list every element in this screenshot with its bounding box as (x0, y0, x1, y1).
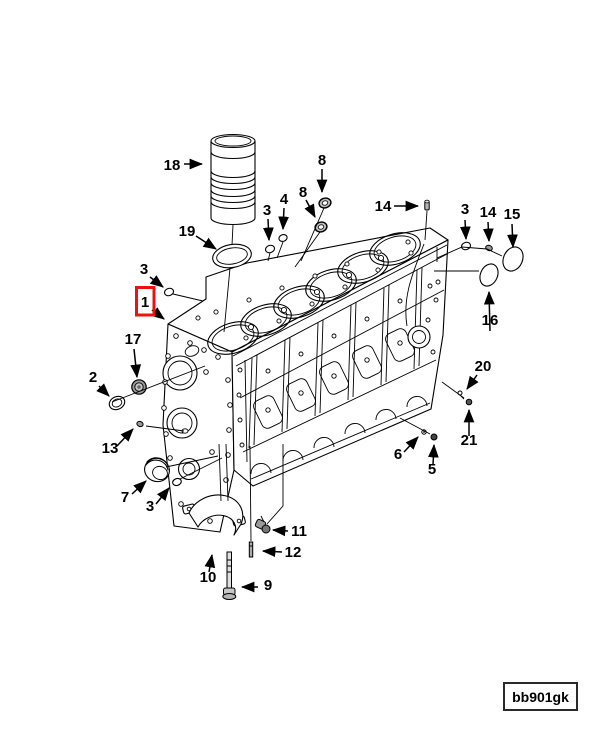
callout-label-6: 6 (394, 446, 402, 463)
callout-label-5: 5 (428, 461, 436, 478)
callout-label-14b: 14 (480, 204, 497, 221)
callout-label-18: 18 (164, 157, 181, 174)
callout-label-8a: 8 (318, 152, 326, 169)
leader-lines (111, 207, 503, 542)
callout-label-16: 16 (482, 312, 499, 329)
callout-label-20: 20 (475, 358, 492, 375)
callout-label-3c: 3 (140, 261, 148, 278)
callout-label-3d: 3 (146, 498, 154, 515)
side-face-details (232, 243, 448, 480)
part-16-plug (479, 263, 499, 287)
callout-label-14a: 14 (375, 198, 392, 215)
callout-label-21: 21 (461, 432, 478, 449)
figure-code: bb901gk (512, 688, 569, 705)
cylinder-bores (207, 232, 421, 355)
callout-label-8b: 8 (299, 184, 307, 201)
callout-label-3a: 3 (263, 202, 271, 219)
callout-labels: 18 19 8 8 4 3 14 3 14 15 16 3 1 17 2 13 … (89, 152, 521, 594)
part-2-oring (108, 395, 126, 411)
part-15-oring (502, 246, 524, 272)
part-4-oring (278, 234, 288, 242)
callout-label-17: 17 (125, 331, 142, 348)
part-14-dowel-pins (424, 199, 493, 252)
callout-label-4: 4 (280, 191, 289, 208)
part-13-pin (136, 420, 144, 428)
part-18-cylinder-liner (210, 133, 256, 226)
part-12-pin (248, 541, 254, 558)
callout-label-9: 9 (264, 577, 272, 594)
callout-label-10: 10 (200, 569, 217, 586)
part-5-dowel (430, 433, 438, 441)
highlight-box-part-1 (135, 286, 156, 317)
part-9-bolt (222, 551, 237, 600)
part-11-fitting (254, 515, 271, 534)
callout-label-11: 11 (291, 523, 307, 540)
part-21-dowel (465, 398, 473, 406)
callout-label-3b: 3 (461, 201, 469, 218)
part-17-plug (131, 379, 147, 395)
callout-label-12: 12 (285, 544, 302, 561)
deck-bolt-holes (195, 239, 414, 341)
part-19-liner-oring (212, 243, 252, 269)
figure-code-box: bb901gk (503, 682, 578, 711)
part-10-bearing-cap (182, 494, 246, 536)
part-8-grommets (314, 197, 332, 233)
callout-label-7: 7 (121, 489, 129, 506)
callout-label-19: 19 (179, 223, 196, 240)
callout-label-13: 13 (102, 440, 119, 457)
callout-label-15: 15 (504, 206, 521, 223)
part-7-cup-plug (144, 457, 170, 483)
callout-label-2: 2 (89, 369, 97, 386)
callout-label-1: 1 (141, 294, 149, 311)
